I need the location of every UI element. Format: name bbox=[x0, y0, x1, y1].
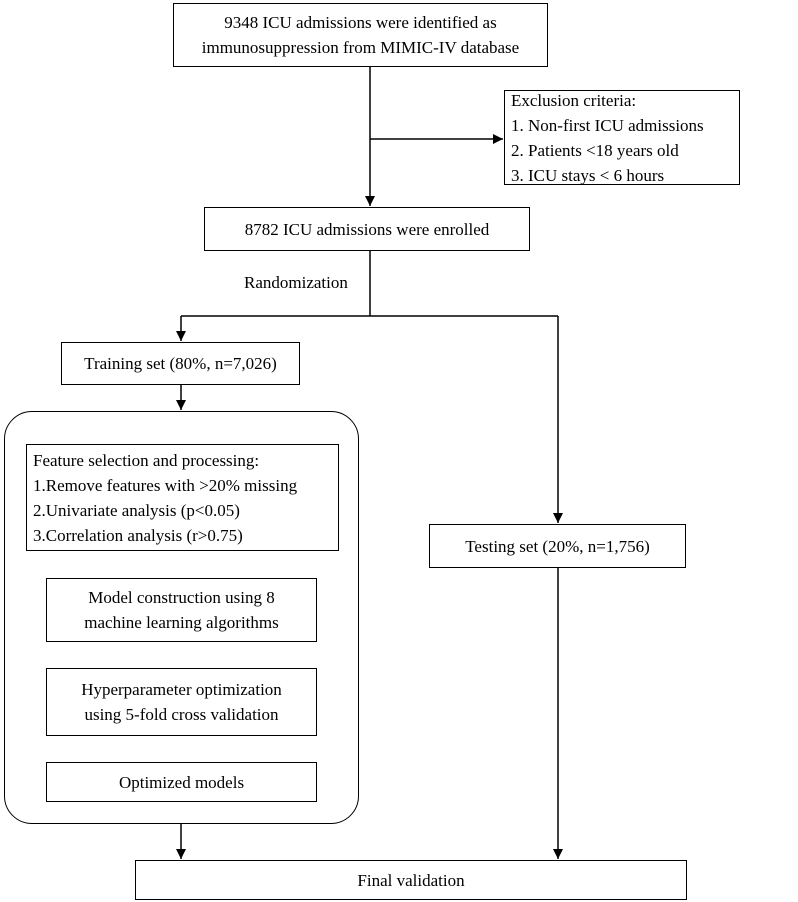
hyperparameter-box: Hyperparameter optimization using 5-fold… bbox=[46, 668, 317, 736]
final-validation-label: Final validation bbox=[357, 870, 465, 890]
feature-selection-box: Feature selection and processing: 1.Remo… bbox=[26, 444, 339, 551]
optimized-models-label: Optimized models bbox=[118, 772, 245, 792]
hyperparameter-line-2: using 5-fold cross validation bbox=[84, 705, 279, 724]
identified-line-1: 9348 ICU admissions were identified as bbox=[224, 13, 497, 32]
identified-line-2: immunosuppression from MIMIC-IV database bbox=[201, 38, 520, 57]
testing-set-label: Testing set (20%, n=1,756) bbox=[465, 536, 650, 556]
feature-item: 1.Remove features with >20% missing bbox=[33, 475, 298, 495]
model-construction-box: Model construction using 8 machine learn… bbox=[46, 578, 317, 642]
final-validation-box: Final validation bbox=[135, 860, 687, 900]
testing-set-box: Testing set (20%, n=1,756) bbox=[429, 524, 686, 568]
feature-title: Feature selection and processing: bbox=[33, 450, 260, 470]
model-construction-line-2: machine learning algorithms bbox=[84, 613, 279, 632]
exclusion-item: 1. Non-first ICU admissions bbox=[511, 115, 704, 135]
training-set-label: Training set (80%, n=7,026) bbox=[84, 354, 277, 373]
exclusion-item: 2. Patients <18 years old bbox=[511, 140, 679, 160]
enrolled-box: 8782 ICU admissions were enrolled bbox=[204, 207, 530, 251]
exclusion-title: Exclusion criteria: bbox=[511, 90, 637, 110]
exclusion-item: 3. ICU stays < 6 hours bbox=[511, 165, 665, 185]
exclusion-box: Exclusion criteria: 1. Non-first ICU adm… bbox=[504, 90, 740, 185]
randomization-label: Randomization bbox=[244, 273, 348, 292]
optimized-models-box: Optimized models bbox=[46, 762, 317, 802]
enrolled-label: 8782 ICU admissions were enrolled bbox=[244, 219, 490, 239]
model-construction-line-1: Model construction using 8 bbox=[88, 588, 275, 607]
hyperparameter-line-1: Hyperparameter optimization bbox=[81, 680, 282, 699]
feature-item: 3.Correlation analysis (r>0.75) bbox=[33, 525, 243, 545]
training-set-box: Training set (80%, n=7,026) bbox=[61, 342, 300, 385]
feature-item: 2.Univariate analysis (p<0.05) bbox=[33, 500, 240, 520]
identified-box: 9348 ICU admissions were identified as i… bbox=[173, 3, 548, 67]
